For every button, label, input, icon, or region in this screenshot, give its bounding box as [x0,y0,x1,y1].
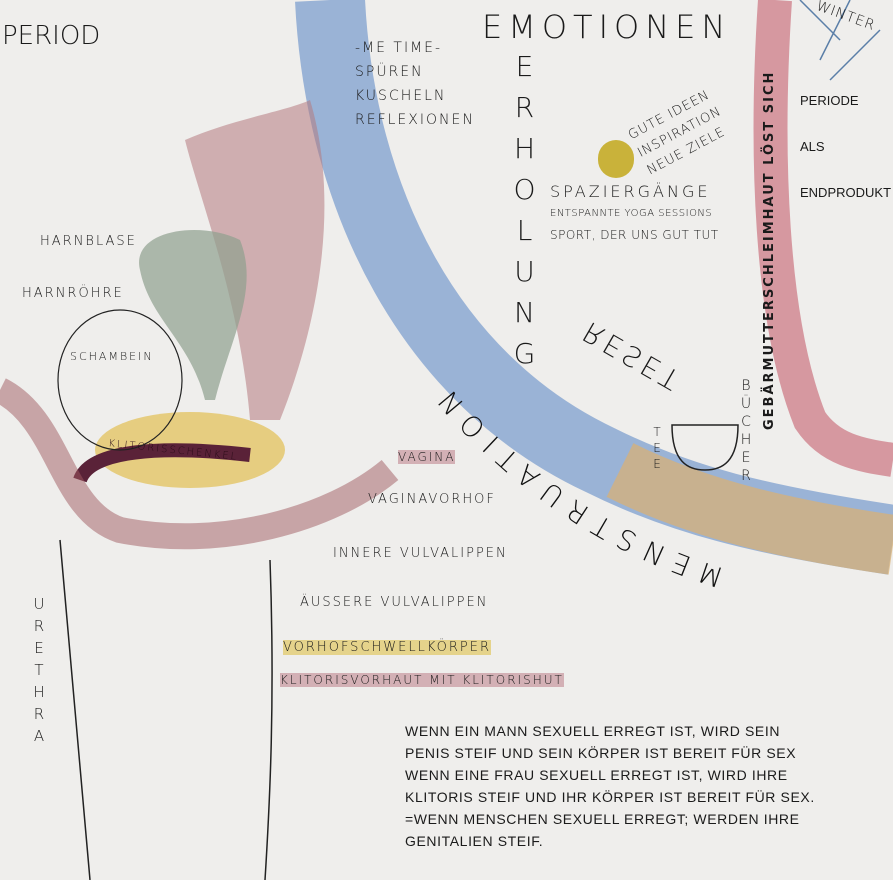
label-erholung: ERHOLUNG [508,50,541,378]
body-outline [59,539,273,880]
label-buecher: BÜCHER [738,378,754,486]
period-title: PERIOD [2,21,101,51]
label-tee: TEE [650,425,664,473]
label-yoga: ENTSPANNTE YOGA SESSIONS [550,208,713,219]
paragraph-line: GENITALIEN STEIF. [405,833,544,849]
label-vaginavorhof: VAGINAVORHOF [368,492,496,507]
label-harnroehre: HARNRÖHRE [22,286,124,301]
clitoris-leg [73,443,251,484]
label-harnblase: HARNBLASE [40,234,137,249]
paragraph-line: PENIS STEIF UND SEIN KÖRPER IST BEREIT F… [405,745,797,761]
paragraph-line: WENN EINE FRAU SEXUELL ERREGT IST, WIRD … [405,767,788,783]
lightbulb [598,140,634,178]
labia [0,378,399,550]
label-aeussere-vulvalippen: ÄUßERE VULVALIPPEN [300,595,489,610]
paragraph-line: KLITORIS STEIF UND IHR KÖRPER IST BEREIT… [405,789,815,805]
label-innere-vulvalippen: INNERE VULVALIPPEN [333,546,508,561]
paragraph-line: =WENN MENSCHEN SEXUELL ERREGT; WERDEN IH… [405,811,800,827]
uterus [185,100,325,420]
label-klitorisvorhaut: KLITORISVORHAUT MIT KLITORISHUT [280,673,564,687]
label-sport: SPORT, DER UNS GUT TUT [550,228,719,242]
label-schleimhaut: GEBÄRMUTTERSCHLEIMHAUT LÖST SICH [762,70,777,430]
label-vorhofschwellkoerper: VORHOFSCHWELLKÖRPER [283,640,492,655]
winter-branches [799,0,881,81]
bladder [139,230,247,400]
urethra-label: URETHRA [30,595,48,749]
paragraph-line: WENN EIN MANN SEXUELL ERREGT IST, WIRD S… [405,723,781,739]
label-vagina: VAGINA [398,450,456,464]
explanation-paragraph: WENN EIN MANN SEXUELL ERREGT IST, WIRD S… [405,720,885,852]
label-schambein: SCHAMBEIN [70,350,154,363]
label-spaziergaenge: SPAZIERGÄNGE [550,182,711,201]
label-emotionen: EMOTIONEN [482,8,732,46]
orange-arc [606,443,893,575]
tea-cup [671,424,739,471]
red-band [753,0,893,477]
pubic-bone-outline [57,309,183,451]
